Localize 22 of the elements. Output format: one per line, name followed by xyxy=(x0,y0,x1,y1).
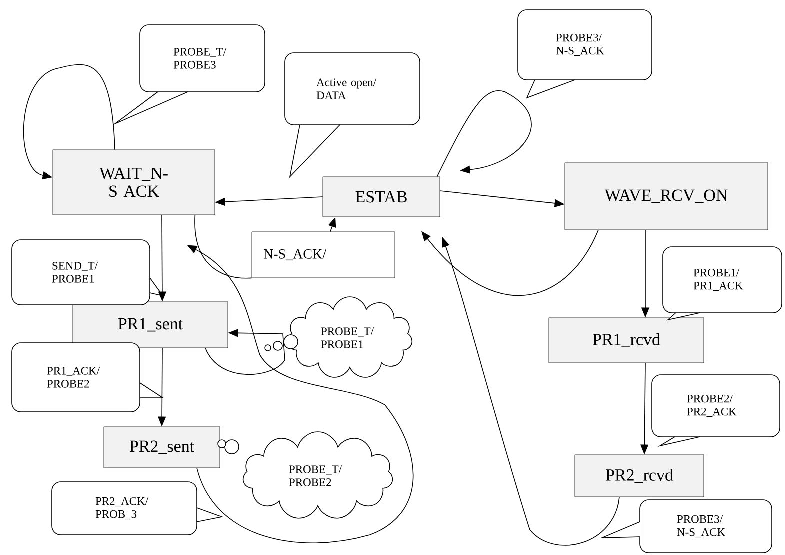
speech-bubble: SEND_T/ PROBE1 xyxy=(12,240,164,306)
state-box: WAVE_RCV_ON xyxy=(564,162,768,230)
speech-bubble: PROBE1/ PR1_ACK xyxy=(662,246,782,321)
state-box: PR2_sent xyxy=(104,426,220,468)
speech-bubble: PROBE_T/ PROBE3 xyxy=(112,24,266,126)
arrow xyxy=(436,90,532,178)
arrow xyxy=(205,329,286,376)
speech-bubble: PROBE3/ N-S_ACK xyxy=(518,10,652,99)
state-box: ESTAB xyxy=(322,176,440,218)
state-box: PR1_sent xyxy=(72,302,228,348)
state-box: PR2_rcvd xyxy=(574,454,704,498)
label-box: N-S_ACK/ xyxy=(252,232,396,278)
speech-bubble: PROBE2/ PR2_ACK xyxy=(652,374,780,447)
speech-bubble: Active open/ DATA xyxy=(284,52,420,178)
thought-cloud: PROBE_T/ PROBE2 xyxy=(218,432,394,519)
thought-cloud: PROBE_T/ PROBE1 xyxy=(264,296,413,378)
state-box: PR1_rcvd xyxy=(548,318,704,364)
speech-bubble: PROBE3/ N-S_ACK xyxy=(600,500,772,554)
state-box: WAIT_N- S ACK xyxy=(52,150,216,216)
speech-bubble: PR2_ACK/ PROB_3 xyxy=(52,482,224,536)
speech-bubble: PR1_ACK/ PROBE2 xyxy=(12,342,164,412)
arrow xyxy=(422,230,599,296)
